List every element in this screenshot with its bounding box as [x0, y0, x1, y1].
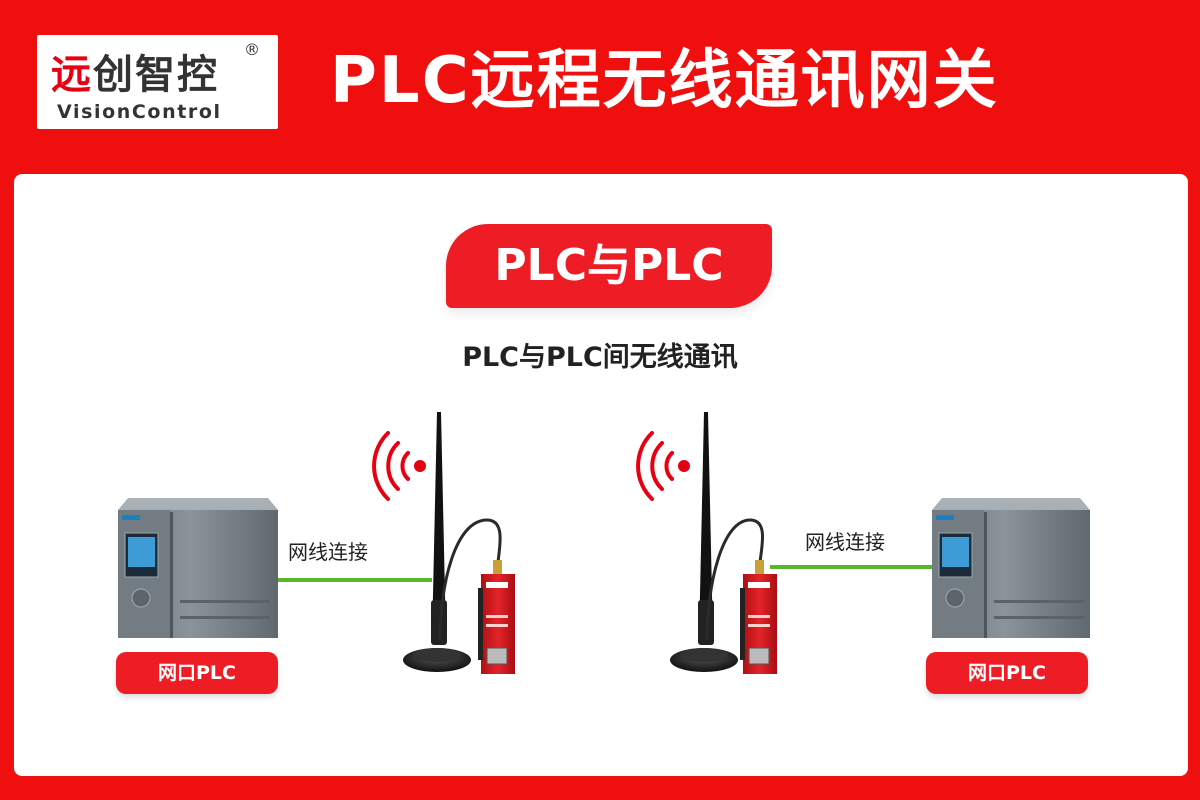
logo-chinese: 远创智控	[51, 52, 219, 98]
antenna-icon	[403, 412, 471, 672]
section-subtitle: PLC与PLC间无线通讯	[462, 342, 738, 373]
gateway-device-icon	[438, 518, 515, 674]
banner-title: PLC远程无线通讯网关	[330, 44, 999, 118]
wifi-signal-icon	[636, 431, 690, 501]
left-plc-badge: 网口PLC	[116, 652, 278, 694]
plc-controller-icon	[932, 498, 1090, 638]
plc-controller-icon	[118, 498, 278, 638]
logo-english: VisionControl	[57, 101, 222, 123]
wifi-signal-icon	[372, 431, 426, 501]
right-connection-label: 网线连接	[805, 530, 885, 554]
left-connection-label: 网线连接	[288, 540, 368, 564]
antenna-icon	[670, 412, 738, 672]
section-badge: PLC与PLC	[446, 224, 772, 308]
brand-logo: 远创智控 ® VisionControl	[37, 35, 278, 129]
registered-mark: ®	[244, 40, 260, 59]
gateway-device-icon	[705, 518, 777, 674]
right-plc-badge: 网口PLC	[926, 652, 1088, 694]
section-badge-label: PLC与PLC	[494, 240, 724, 291]
